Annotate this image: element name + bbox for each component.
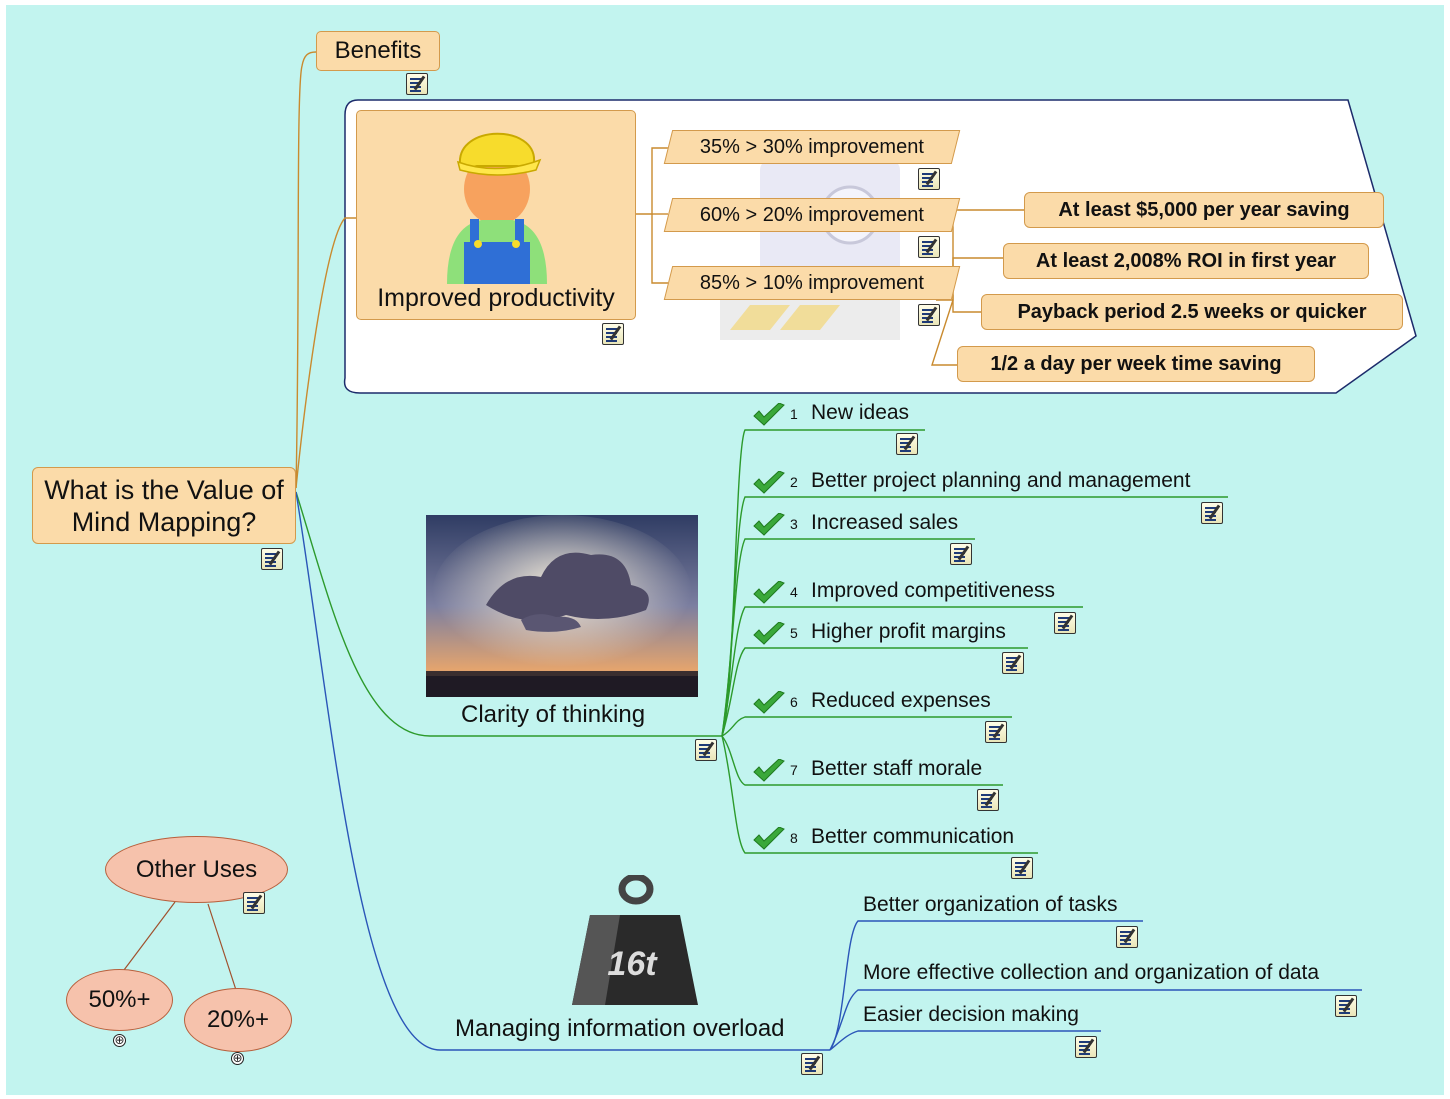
watermark-yellow bbox=[730, 305, 840, 330]
note-icon[interactable] bbox=[1201, 502, 1223, 524]
clarity-item-number: 2 bbox=[790, 474, 798, 490]
saving-label: Payback period 2.5 weeks or quicker bbox=[1017, 300, 1367, 323]
note-icon[interactable] bbox=[1075, 1036, 1097, 1058]
improvement-label: 85% > 10% improvement bbox=[699, 271, 924, 294]
worker-icon bbox=[447, 132, 547, 284]
benefits-label: Benefits bbox=[334, 37, 422, 64]
improvement-label: 35% > 30% improvement bbox=[699, 135, 924, 158]
checkmark-icon bbox=[753, 759, 785, 782]
improved-productivity-label: Improved productivity bbox=[377, 284, 615, 312]
note-icon[interactable] bbox=[918, 304, 940, 326]
clarity-item-1[interactable]: New ideas bbox=[811, 401, 910, 424]
clarity-item-3[interactable]: Increased sales bbox=[811, 511, 959, 534]
other-uses-child-1[interactable]: 50%+ bbox=[66, 969, 173, 1031]
saving-item-3[interactable]: Payback period 2.5 weeks or quicker bbox=[981, 294, 1403, 330]
improvement-item-2[interactable]: 60% > 20% improvement bbox=[663, 198, 961, 232]
weight-icon: 16t bbox=[572, 875, 698, 1005]
clarity-item-number: 7 bbox=[790, 762, 798, 778]
saving-label: At least $5,000 per year saving bbox=[1058, 198, 1350, 221]
note-icon[interactable] bbox=[243, 892, 265, 914]
clarity-item-number: 3 bbox=[790, 516, 798, 532]
overload-lines bbox=[295, 491, 1362, 1051]
clarity-item-number: 1 bbox=[790, 406, 798, 422]
expand-icon[interactable]: ⊕ bbox=[113, 1033, 126, 1047]
central-topic-label: What is the Value of Mind Mapping? bbox=[44, 474, 284, 537]
saving-label: At least 2,008% ROI in first year bbox=[1035, 249, 1337, 272]
expand-icon[interactable]: ⊕ bbox=[231, 1051, 244, 1065]
note-icon[interactable] bbox=[602, 323, 624, 345]
checkmark-icon bbox=[753, 581, 785, 604]
clarity-item-number: 6 bbox=[790, 694, 798, 710]
checkmark-icon bbox=[753, 827, 785, 850]
clarity-item-4[interactable]: Improved competitiveness bbox=[811, 579, 1055, 602]
clarity-of-thinking-label[interactable]: Clarity of thinking bbox=[461, 701, 646, 728]
clarity-item-2[interactable]: Better project planning and management bbox=[811, 469, 1191, 492]
other-uses-lines bbox=[117, 901, 237, 991]
clarity-item-6[interactable]: Reduced expenses bbox=[811, 689, 991, 712]
improvement-item-1[interactable]: 35% > 30% improvement bbox=[663, 130, 961, 164]
other-uses-child-label: 20%+ bbox=[206, 1006, 270, 1033]
clarity-item-8[interactable]: Better communication bbox=[811, 825, 1015, 848]
overload-item-2[interactable]: More effective collection and organizati… bbox=[863, 961, 1320, 984]
checkmark-icon bbox=[753, 691, 785, 714]
checkmark-icon bbox=[753, 403, 785, 426]
central-topic[interactable]: What is the Value of Mind Mapping? bbox=[32, 467, 296, 544]
note-icon[interactable] bbox=[801, 1053, 823, 1075]
note-icon[interactable] bbox=[1011, 857, 1033, 879]
note-icon[interactable] bbox=[1002, 652, 1024, 674]
note-icon[interactable] bbox=[896, 433, 918, 455]
other-uses-child-label: 50%+ bbox=[88, 986, 151, 1013]
benefits-lines bbox=[295, 51, 1026, 489]
sunset-image bbox=[426, 515, 698, 697]
checkmark-icon bbox=[753, 513, 785, 536]
saving-item-4[interactable]: 1/2 a day per week time saving bbox=[957, 346, 1315, 382]
note-icon[interactable] bbox=[918, 168, 940, 190]
note-icon[interactable] bbox=[1335, 995, 1357, 1017]
note-icon[interactable] bbox=[985, 721, 1007, 743]
clarity-item-number: 8 bbox=[790, 830, 798, 846]
note-icon[interactable] bbox=[1116, 926, 1138, 948]
benefits-topic[interactable]: Benefits bbox=[316, 31, 440, 71]
improved-productivity-topic[interactable]: Improved productivity bbox=[356, 110, 636, 320]
note-icon[interactable] bbox=[918, 236, 940, 258]
overload-item-1[interactable]: Better organization of tasks bbox=[863, 893, 1118, 916]
clarity-item-5[interactable]: Higher profit margins bbox=[811, 620, 1006, 643]
other-uses-child-2[interactable]: 20%+ bbox=[184, 988, 292, 1052]
managing-information-overload-label[interactable]: Managing information overload bbox=[455, 1015, 785, 1042]
other-uses-label: Other Uses bbox=[135, 855, 258, 883]
clarity-lines bbox=[295, 429, 1228, 854]
improvement-label: 60% > 20% improvement bbox=[699, 203, 924, 226]
note-icon[interactable] bbox=[406, 73, 428, 95]
note-icon[interactable] bbox=[977, 789, 999, 811]
note-icon[interactable] bbox=[695, 739, 717, 761]
checkmark-icon bbox=[753, 471, 785, 494]
clarity-item-number: 5 bbox=[790, 625, 798, 641]
saving-item-2[interactable]: At least 2,008% ROI in first year bbox=[1003, 243, 1369, 279]
clarity-item-number: 4 bbox=[790, 584, 798, 600]
overload-item-3[interactable]: Easier decision making bbox=[863, 1003, 1079, 1026]
note-icon[interactable] bbox=[261, 548, 283, 570]
checkmark-icon bbox=[753, 622, 785, 645]
note-icon[interactable] bbox=[950, 543, 972, 565]
note-icon[interactable] bbox=[1054, 612, 1076, 634]
saving-label: 1/2 a day per week time saving bbox=[990, 352, 1282, 375]
improvement-item-3[interactable]: 85% > 10% improvement bbox=[663, 266, 961, 300]
weight-text: 16t bbox=[607, 945, 658, 983]
saving-item-1[interactable]: At least $5,000 per year saving bbox=[1024, 192, 1384, 228]
clarity-item-7[interactable]: Better staff morale bbox=[811, 757, 983, 780]
